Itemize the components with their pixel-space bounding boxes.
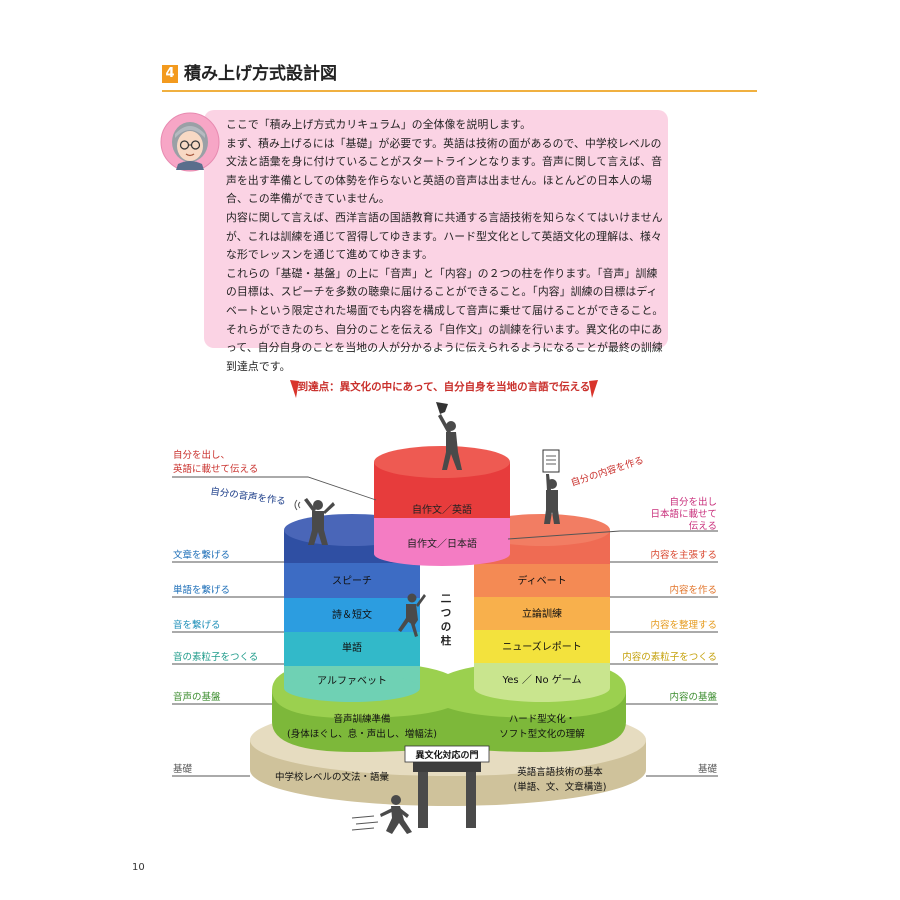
left-layer-label: 詩＆短文 <box>332 608 372 621</box>
right-label-level: 内容を整理する <box>650 619 717 631</box>
gate-label: 異文化対応の門 <box>415 749 478 761</box>
intro-paragraph: 内容に関して言えば、西洋言語の国語教育に共通する言語技術を知らなくてはいけません… <box>226 210 663 262</box>
intro-text: ここで「積み上げ方式カリキュラム」の全体像を説明します。 まず、積み上げるには「… <box>226 116 664 376</box>
speaking-person-icon <box>294 498 335 545</box>
right-pillar <box>474 514 610 702</box>
document-person-icon <box>542 449 560 524</box>
left-layer-label: 単語 <box>342 641 362 654</box>
left-layer-label: スピーチ <box>332 575 372 587</box>
left-label-level: 音の素粒子をつくる <box>173 651 258 663</box>
right-label-base: 基礎 <box>698 763 718 775</box>
platform-left-line2: (身体ほぐし、息・声出し、増幅法) <box>287 728 437 740</box>
left-label-top-line2: 英語に載せて伝える <box>173 463 258 475</box>
platform-right-line1: ハード型文化・ <box>509 713 576 725</box>
section-title: 積み上げ方式設計図 <box>184 64 337 84</box>
right-label-level: 内容の素粒子をつくる <box>622 651 717 663</box>
climbing-person-icon <box>398 593 426 637</box>
right-label-top-line3: 伝える <box>689 521 717 532</box>
center-label: 二つの柱 <box>441 593 452 647</box>
leader-lines <box>172 476 718 777</box>
section-number-badge: 4 <box>162 65 178 83</box>
right-label-platform: 内容の基盤 <box>669 691 717 703</box>
right-label-top-line1: 自分を出し <box>669 496 717 508</box>
right-layer-label: ディベート <box>517 574 566 587</box>
left-label-level: 音を繋げる <box>173 619 221 631</box>
intro-paragraph: ここで「積み上げ方式カリキュラム」の全体像を説明します。 <box>226 118 532 131</box>
page-number: 10 <box>132 862 145 873</box>
top-upper-label: 自作文／英語 <box>412 503 472 516</box>
right-layer-label: ニューズレポート <box>502 640 582 653</box>
right-layer-label: Yes ／ No ゲーム <box>502 674 582 686</box>
base-right-line2: (単語、文、文章構造) <box>514 781 607 793</box>
platform-left-line1: 音声訓練準備 <box>333 713 390 725</box>
top-cylinder <box>374 446 510 566</box>
section-header: 4 積み上げ方式設計図 <box>162 62 757 92</box>
left-layer-label: アルファベット <box>317 675 387 687</box>
goal-left-mark <box>290 380 299 398</box>
base-right-line1: 英語言語技術の基本 <box>517 766 603 778</box>
right-label-top-line2: 日本語に載せて <box>650 508 717 520</box>
right-layer-label: 立論訓練 <box>522 607 562 620</box>
intro-paragraph: これらの「基礎・基盤」の上に「音声」と「内容」の２つの柱を作ります。「音声」訓練… <box>226 266 664 373</box>
base-left-label: 中学校レベルの文法・語彙 <box>275 771 390 783</box>
right-label-level: 内容を作る <box>669 584 717 596</box>
gate-icon <box>404 745 490 828</box>
platform-right-line2: ソフト型文化の理解 <box>499 728 585 740</box>
right-label-content: 自分の内容を作る <box>569 454 645 489</box>
left-label-base: 基礎 <box>173 763 193 775</box>
left-label-level: 単語を繋げる <box>173 584 230 596</box>
goal-right-mark <box>589 380 598 398</box>
left-label-top-line1: 自分を出し、 <box>173 449 230 461</box>
running-person-icon <box>351 795 412 834</box>
left-label-platform: 音声の基盤 <box>173 691 221 703</box>
left-label-level: 文章を繋げる <box>173 549 230 561</box>
intro-paragraph: まず、積み上げるには「基礎」が必要です。英語は技術の面があるので、中学校レベルの… <box>226 136 663 206</box>
top-lower-label: 自作文／日本語 <box>407 537 477 550</box>
flag-person-icon <box>436 402 462 470</box>
left-label-voice: 自分の音声を作る <box>210 485 287 507</box>
teacher-avatar-icon <box>160 112 220 172</box>
right-label-level: 内容を主張する <box>650 549 717 561</box>
svg-text:二つの柱: 二つの柱 <box>441 593 452 647</box>
goal-text: 到達点：異文化の中にあって、自分自身を当地の言語で伝える <box>298 380 591 393</box>
intro-box <box>204 110 668 348</box>
